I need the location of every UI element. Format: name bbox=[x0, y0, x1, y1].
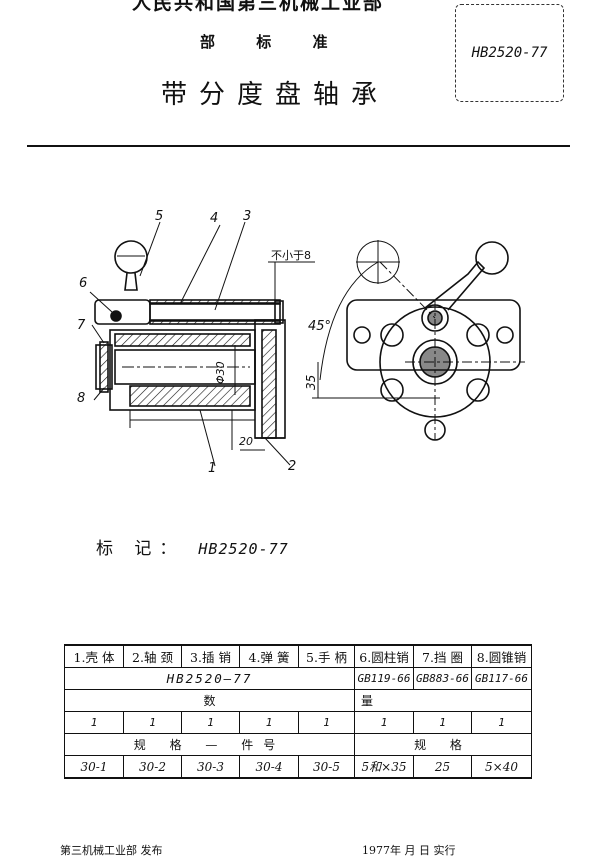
qty-1: 1 bbox=[64, 711, 124, 734]
table-row: 1 1 1 1 1 1 1 1 bbox=[64, 711, 532, 734]
qty-3: 1 bbox=[181, 711, 240, 734]
part-name-2: 2.轴 颈 bbox=[123, 644, 182, 668]
callout-4: 4 bbox=[210, 211, 218, 226]
part-name-4: 4.弹 簧 bbox=[239, 644, 299, 668]
footer: 第三机械工业部 发布 1977年 月 日 实行 bbox=[40, 842, 560, 856]
dim-min-note: 不小于8 bbox=[271, 249, 311, 262]
code-4: 30-4 bbox=[239, 755, 299, 779]
parts-table: 1.壳 体 2.轴 颈 3.插 销 4.弹 簧 5.手 柄 6.圆柱销 7.挡 … bbox=[64, 644, 532, 779]
footer-issued: 第三机械工业部 发布 bbox=[60, 844, 163, 856]
qty-label: 数 bbox=[64, 689, 355, 712]
document-title: 带分度盘轴承 bbox=[160, 80, 389, 110]
qty-label-2: 量 bbox=[354, 689, 532, 712]
footer-effective: 1977年 月 日 实行 bbox=[362, 844, 456, 856]
handle-knob-front bbox=[475, 241, 509, 275]
qty-8: 1 bbox=[471, 711, 532, 734]
header-rule bbox=[27, 145, 570, 147]
table-row: 30-1 30-2 30-3 30-4 30-5 5和×35 25 5×40 bbox=[64, 755, 532, 779]
code-2: 30-2 bbox=[123, 755, 182, 779]
dim-20: 20 bbox=[239, 435, 253, 448]
table-row: HB2520—77 GB119-66 GB883-66 GB117-66 bbox=[64, 667, 532, 690]
marking-code: HB2520-77 bbox=[198, 540, 289, 558]
callout-6: 6 bbox=[79, 276, 87, 291]
issuing-authority: 人民共和国第三机械工业部 bbox=[131, 0, 384, 14]
qty-4: 1 bbox=[239, 711, 299, 734]
dim-diameter: Φ30 bbox=[214, 361, 227, 384]
part-name-1: 1.壳 体 bbox=[64, 644, 124, 668]
std-ref-8: GB117-66 bbox=[471, 667, 532, 690]
standard-number: HB2520-77 bbox=[471, 45, 548, 61]
callout-1: 1 bbox=[208, 461, 216, 476]
spec-label-2: 规 格 bbox=[354, 733, 532, 756]
dim-height: 35 bbox=[304, 375, 318, 390]
table-row: 数 量 bbox=[64, 689, 532, 712]
spec-8: 5×40 bbox=[471, 755, 532, 779]
callout-2: 2 bbox=[288, 459, 296, 474]
qty-7: 1 bbox=[413, 711, 472, 734]
part-name-6: 6.圆柱销 bbox=[354, 644, 414, 668]
code-1: 30-1 bbox=[64, 755, 124, 779]
callout-3: 3 bbox=[243, 209, 251, 224]
qty-2: 1 bbox=[123, 711, 182, 734]
callout-8: 8 bbox=[77, 391, 85, 406]
part-name-7: 7.挡 圈 bbox=[413, 644, 472, 668]
standard-number-box: HB2520-77 bbox=[455, 4, 564, 102]
marking-label: 标 记： bbox=[96, 539, 185, 559]
std-ref-7: GB883-66 bbox=[413, 667, 472, 690]
code-3: 30-3 bbox=[181, 755, 240, 779]
qty-6: 1 bbox=[354, 711, 414, 734]
callout-5: 5 bbox=[155, 209, 163, 224]
spec-label: 规 格 — 件号 bbox=[64, 733, 355, 756]
technical-drawing: 5 4 3 6 7 8 1 2 不小于8 Φ30 20 45° 35 bbox=[77, 209, 525, 476]
table-row: 规 格 — 件号 规 格 bbox=[64, 733, 532, 756]
front-view bbox=[312, 240, 525, 441]
std-ref-6: GB119-66 bbox=[354, 667, 414, 690]
part-name-8: 8.圆锥销 bbox=[471, 644, 532, 668]
standard-category: 部 标 准 bbox=[200, 33, 346, 51]
table-row: 1.壳 体 2.轴 颈 3.插 销 4.弹 簧 5.手 柄 6.圆柱销 7.挡 … bbox=[64, 644, 532, 668]
code-5: 30-5 bbox=[298, 755, 355, 779]
part-name-5: 5.手 柄 bbox=[298, 644, 355, 668]
handle-knob bbox=[114, 240, 148, 274]
callout-7: 7 bbox=[77, 318, 86, 333]
qty-5: 1 bbox=[298, 711, 355, 734]
marking-line: 标 记： HB2520-77 bbox=[96, 534, 289, 559]
spec-6: 5和×35 bbox=[354, 755, 414, 779]
std-self: HB2520—77 bbox=[64, 667, 355, 690]
dim-angle: 45° bbox=[308, 319, 331, 334]
part-name-3: 3.插 销 bbox=[181, 644, 240, 668]
side-section-view bbox=[89, 221, 315, 467]
spec-7: 25 bbox=[413, 755, 472, 779]
